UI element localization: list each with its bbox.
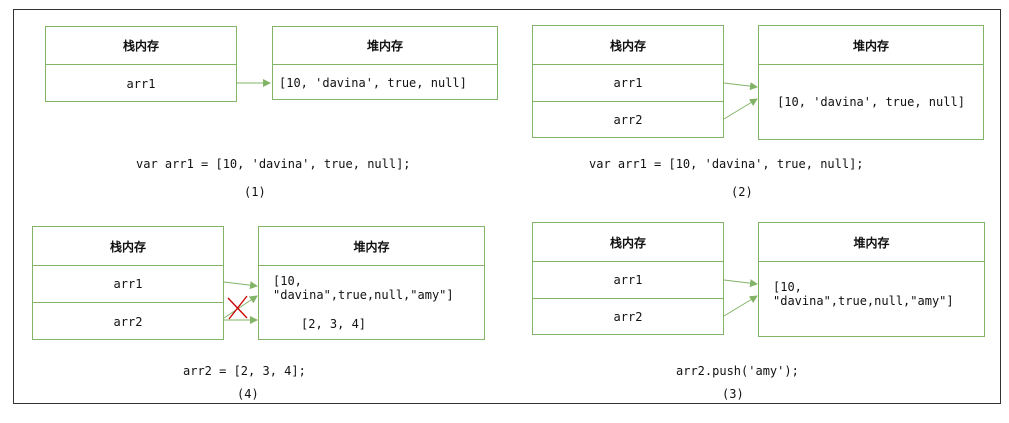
- panel2-caption: (2): [731, 185, 753, 199]
- panel3-heap-value: [10, "davina",true,null,"amy"]: [773, 280, 954, 308]
- panel3-heap-header: 堆内存: [853, 235, 890, 250]
- panel3-caption: (3): [722, 387, 744, 401]
- panel2-arr1-cell: arr1: [613, 76, 643, 90]
- panel2-heap-header: 堆内存: [852, 38, 889, 53]
- panel1-heap-box: 堆内存 [10, 'davina', true, null]: [272, 26, 498, 100]
- panel4-caption: (4): [237, 387, 259, 401]
- panel1-caption: (1): [244, 185, 266, 199]
- panel4-stack-header: 栈内存: [109, 239, 146, 254]
- panel2-stack-header: 栈内存: [609, 38, 646, 53]
- panel4-heap-box: 堆内存 [10, "davina",true,null,"amy"] [2, 3…: [258, 226, 485, 340]
- panel4-arr2-cell: arr2: [113, 314, 143, 329]
- panel4-arr1-cell: arr1: [113, 277, 143, 291]
- panel4-arr1-pointer: [223, 281, 258, 290]
- panel1-heap-header: 堆内存: [366, 39, 403, 53]
- panel3-stack-header: 栈内存: [609, 235, 646, 250]
- panel1-arr1-cell: arr1: [126, 76, 156, 91]
- panel4-stack-box: 栈内存 arr1 arr2: [32, 226, 224, 340]
- panel4-cross-mark: [227, 295, 248, 320]
- panel2-heap-box: 堆内存 [10, 'davina', true, null]: [758, 25, 984, 140]
- panel2-heap-value: [10, 'davina', true, null]: [777, 95, 965, 109]
- panel2-arr2-pointer: [723, 98, 758, 120]
- panel3-arr1-pointer: [723, 279, 758, 288]
- panel4-heap-value-2: [2, 3, 4]: [301, 317, 367, 331]
- panel3-arr2-cell: arr2: [613, 310, 643, 324]
- panel4-arr2-old-pointer: [223, 295, 258, 319]
- panel2-code: var arr1 = [10, 'davina', true, null];: [589, 157, 864, 171]
- panel4-code: arr2 = [2, 3, 4];: [183, 364, 306, 378]
- panel4-heap-header: 堆内存: [353, 239, 390, 254]
- panel3-code: arr2.push('amy');: [676, 364, 799, 378]
- panel1-code: var arr1 = [10, 'davina', true, null];: [136, 157, 411, 171]
- panel3-stack-box: 栈内存 arr1 arr2: [532, 222, 724, 335]
- panel2-stack-box: 栈内存 arr1 arr2: [532, 25, 724, 138]
- panel1-stack-header: 栈内存: [122, 39, 159, 53]
- panel1-heap-value: [10, 'davina', true, null]: [279, 75, 467, 90]
- panel1-stack-box: 栈内存 arr1: [45, 26, 237, 102]
- panel2-arr2-cell: arr2: [613, 113, 643, 127]
- panel2-arr1-pointer: [723, 82, 758, 91]
- diagram-frame: [13, 9, 1001, 404]
- panel3-arr1-cell: arr1: [613, 273, 643, 287]
- panel3-heap-box: 堆内存 [10, "davina",true,null,"amy"]: [758, 222, 985, 337]
- panel4-heap-value-1: [10, "davina",true,null,"amy"]: [273, 274, 454, 302]
- panel3-arr2-pointer: [723, 295, 758, 317]
